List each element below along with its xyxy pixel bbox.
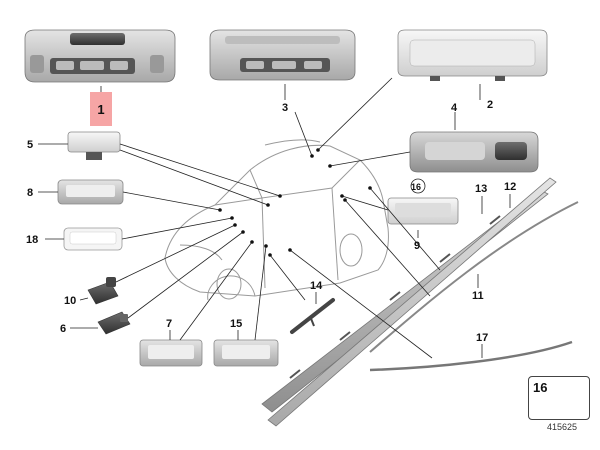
callout-16: 16 [411,182,421,192]
callout-3: 3 [282,102,288,114]
part-9-light [387,197,459,225]
reference-box [528,376,590,420]
callout-17: 17 [476,332,488,344]
part-2-interior-light [397,29,548,81]
callout-2: 2 [487,99,493,111]
callout-8: 8 [27,187,33,199]
callout-18: 18 [26,234,38,246]
part-15-light [213,339,279,367]
callout-7: 7 [166,318,172,330]
part-6-switch [97,311,131,335]
callout-14: 14 [310,280,323,292]
part-7-light [139,339,203,367]
part-18-light [63,227,123,251]
callout-12: 12 [504,181,516,193]
callout-4: 4 [451,102,458,114]
part-5-light [67,131,121,160]
part-4-interior-light [409,131,539,173]
callout-6: 6 [60,323,66,335]
callout-10: 10 [64,295,76,307]
callout-1: 1 [97,101,105,117]
leader-lines [38,77,511,359]
reference-box-label: 16 [533,380,548,395]
callout-13: 13 [475,183,487,195]
document-number: 415625 [547,422,578,432]
callout-5: 5 [27,139,33,151]
callout-16-circle [410,178,426,194]
part-1-overhead-console [24,29,176,83]
part-10-sensor [87,277,119,305]
car-points [218,148,372,257]
part-11-strip [369,201,579,353]
callout-1-highlight [90,92,112,126]
part-12-trim-strip [267,177,557,427]
part-17-strip [369,340,573,372]
part-8-light [57,179,124,205]
callout-11: 11 [472,290,484,302]
callout-9: 9 [414,240,420,252]
part-3-overhead-console [209,29,356,81]
car-outline [164,139,389,301]
callout-15: 15 [230,318,242,330]
part-14-rod [290,298,335,334]
